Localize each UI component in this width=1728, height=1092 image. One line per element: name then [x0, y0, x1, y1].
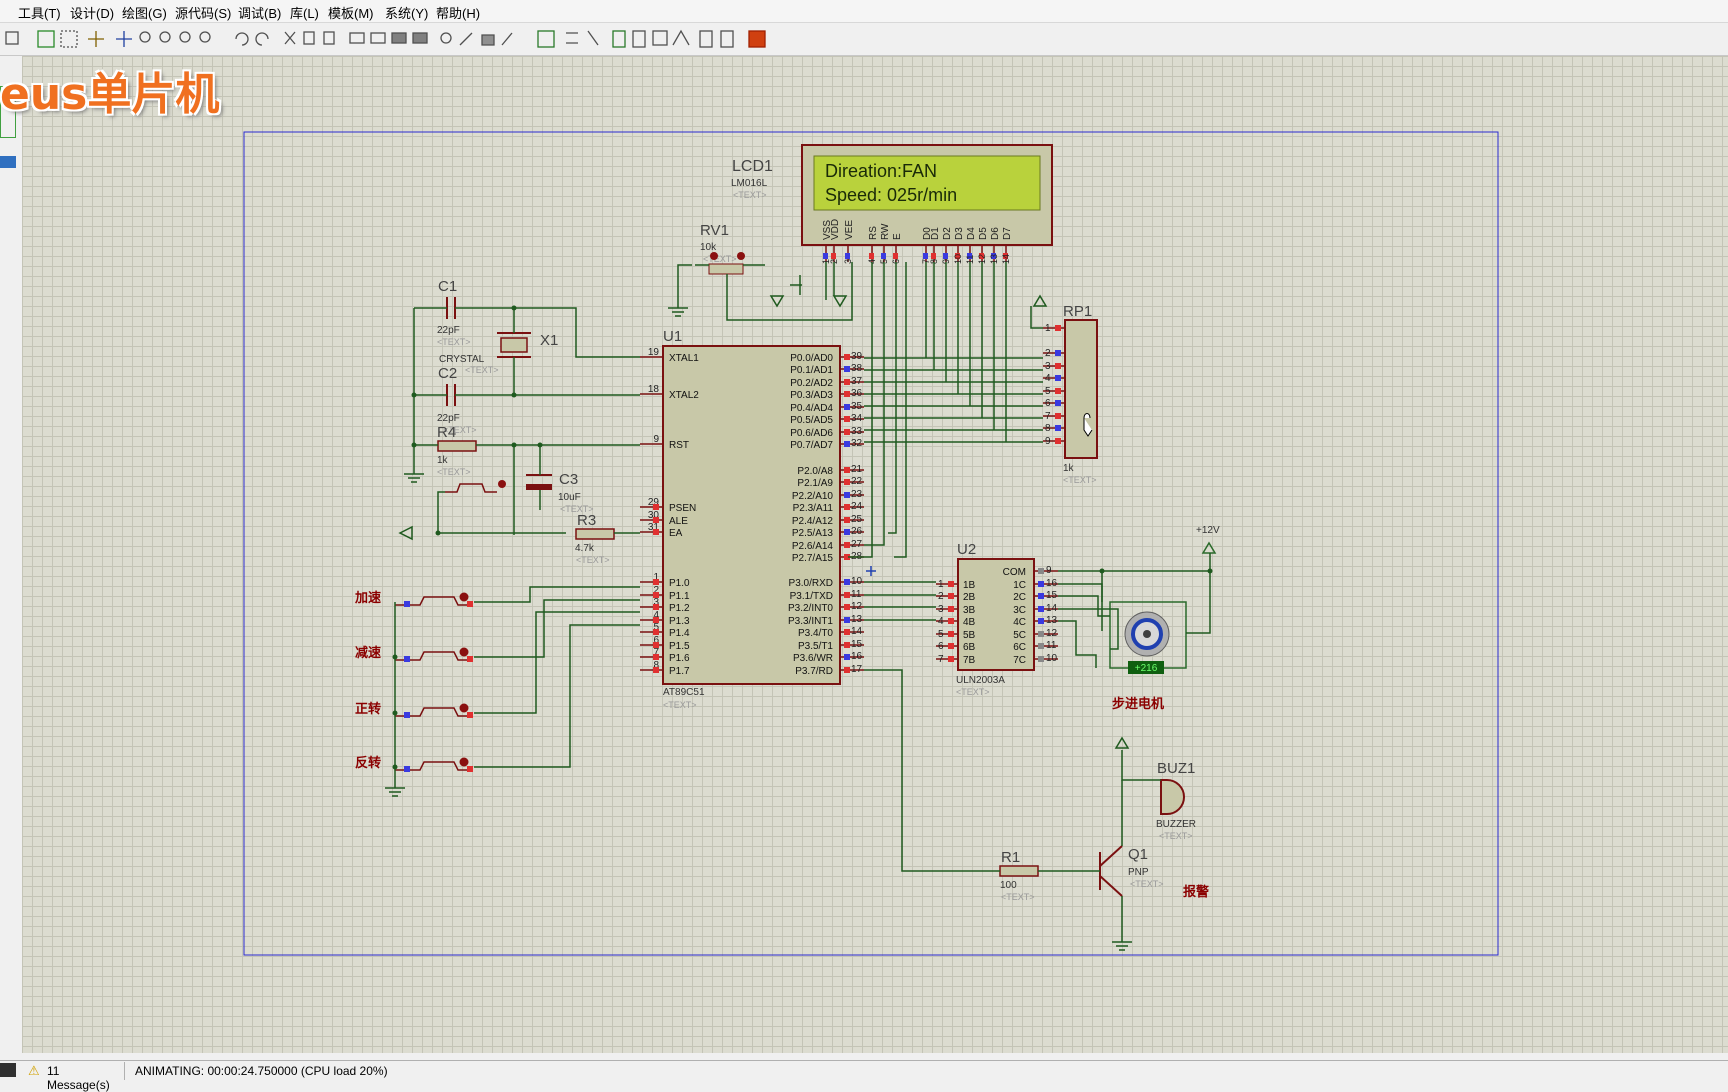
netlist-icon	[699, 30, 713, 48]
menu-debug[interactable]: 调试(B)	[238, 6, 282, 21]
message-count: 11 Message(s)	[47, 1064, 110, 1092]
exit-parent-icon	[652, 30, 668, 46]
zoom-area-icon	[199, 31, 211, 43]
grid-icon	[60, 30, 78, 48]
menu-bar: 工具(T) 设计(D) 绘图(G) 源代码(S) 调试(B) 库(L) 模板(M…	[0, 0, 1728, 23]
left-panel[interactable]	[0, 56, 23, 1053]
menu-design[interactable]: 设计(D)	[70, 6, 115, 21]
menu-source[interactable]: 源代码(S)	[175, 6, 232, 21]
toolbar	[0, 23, 1728, 56]
save-icon	[5, 31, 19, 45]
menu-library[interactable]: 库(L)	[290, 6, 319, 21]
copy-icon	[303, 31, 315, 45]
animation-status: ANIMATING: 00:00:24.750000 (CPU load 20%…	[135, 1064, 388, 1078]
new-sheet-icon	[612, 30, 626, 48]
bom-icon	[672, 29, 690, 46]
menu-graph[interactable]: 绘图(G)	[122, 6, 167, 21]
remove-sheet-icon	[632, 30, 646, 48]
watermark: eus单片机	[0, 69, 220, 120]
packaging-icon	[481, 34, 495, 46]
pan-icon	[116, 31, 132, 47]
menu-template[interactable]: 模板(M)	[328, 6, 374, 21]
paste-icon	[323, 31, 335, 45]
zoom-in-icon	[139, 31, 151, 43]
decompose-icon	[501, 32, 513, 46]
origin-icon	[88, 31, 104, 47]
make-device-icon	[459, 32, 473, 46]
ares-export-icon	[748, 30, 766, 48]
cut-icon	[284, 31, 296, 45]
wire-autorouter-icon	[537, 30, 555, 48]
menu-system[interactable]: 系统(Y)	[385, 6, 429, 21]
warning-icon: ⚠	[28, 1063, 40, 1078]
toolbar-icons[interactable]	[5, 29, 766, 48]
property-tool-icon	[587, 30, 599, 46]
block-rotate-icon	[391, 32, 407, 44]
pick-icon	[440, 32, 452, 44]
block-copy-icon	[349, 32, 365, 44]
zoom-all-icon	[179, 31, 191, 43]
block-move-icon	[370, 32, 386, 44]
refresh-icon	[37, 30, 55, 48]
undo-icon	[235, 32, 249, 46]
redo-icon	[255, 32, 269, 46]
menu-tools[interactable]: 工具(T)	[18, 6, 61, 21]
selected-item[interactable]	[0, 156, 16, 168]
zoom-out-icon	[159, 31, 171, 43]
menu-help[interactable]: 帮助(H)	[436, 6, 481, 21]
stop-icon[interactable]	[0, 1063, 16, 1077]
status-bar: ⚠ 11 Message(s) ANIMATING: 00:00:24.7500…	[0, 1060, 1728, 1092]
schematic-canvas[interactable]	[22, 56, 1728, 1053]
overview-window[interactable]	[0, 86, 16, 138]
search-tag-icon	[566, 32, 578, 44]
block-delete-icon	[412, 32, 428, 44]
ares-icon	[720, 30, 734, 48]
messages-panel[interactable]: ⚠ 11 Message(s)	[24, 1062, 125, 1092]
